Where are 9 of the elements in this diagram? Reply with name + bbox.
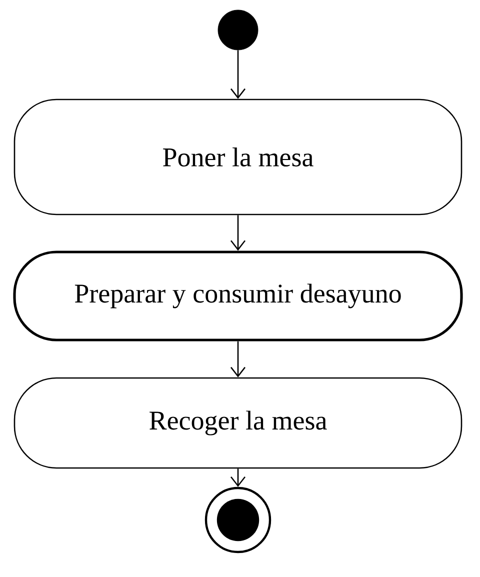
arrow [230,468,246,487]
arrow [230,215,246,251]
start-node [218,10,258,50]
arrow [230,50,246,99]
activity-box: Preparar y consumir desayuno [13,250,463,342]
activity-box: Recoger la mesa [14,377,462,469]
activity-box: Poner la mesa [14,98,462,216]
end-node [204,486,272,554]
arrow [230,341,246,378]
